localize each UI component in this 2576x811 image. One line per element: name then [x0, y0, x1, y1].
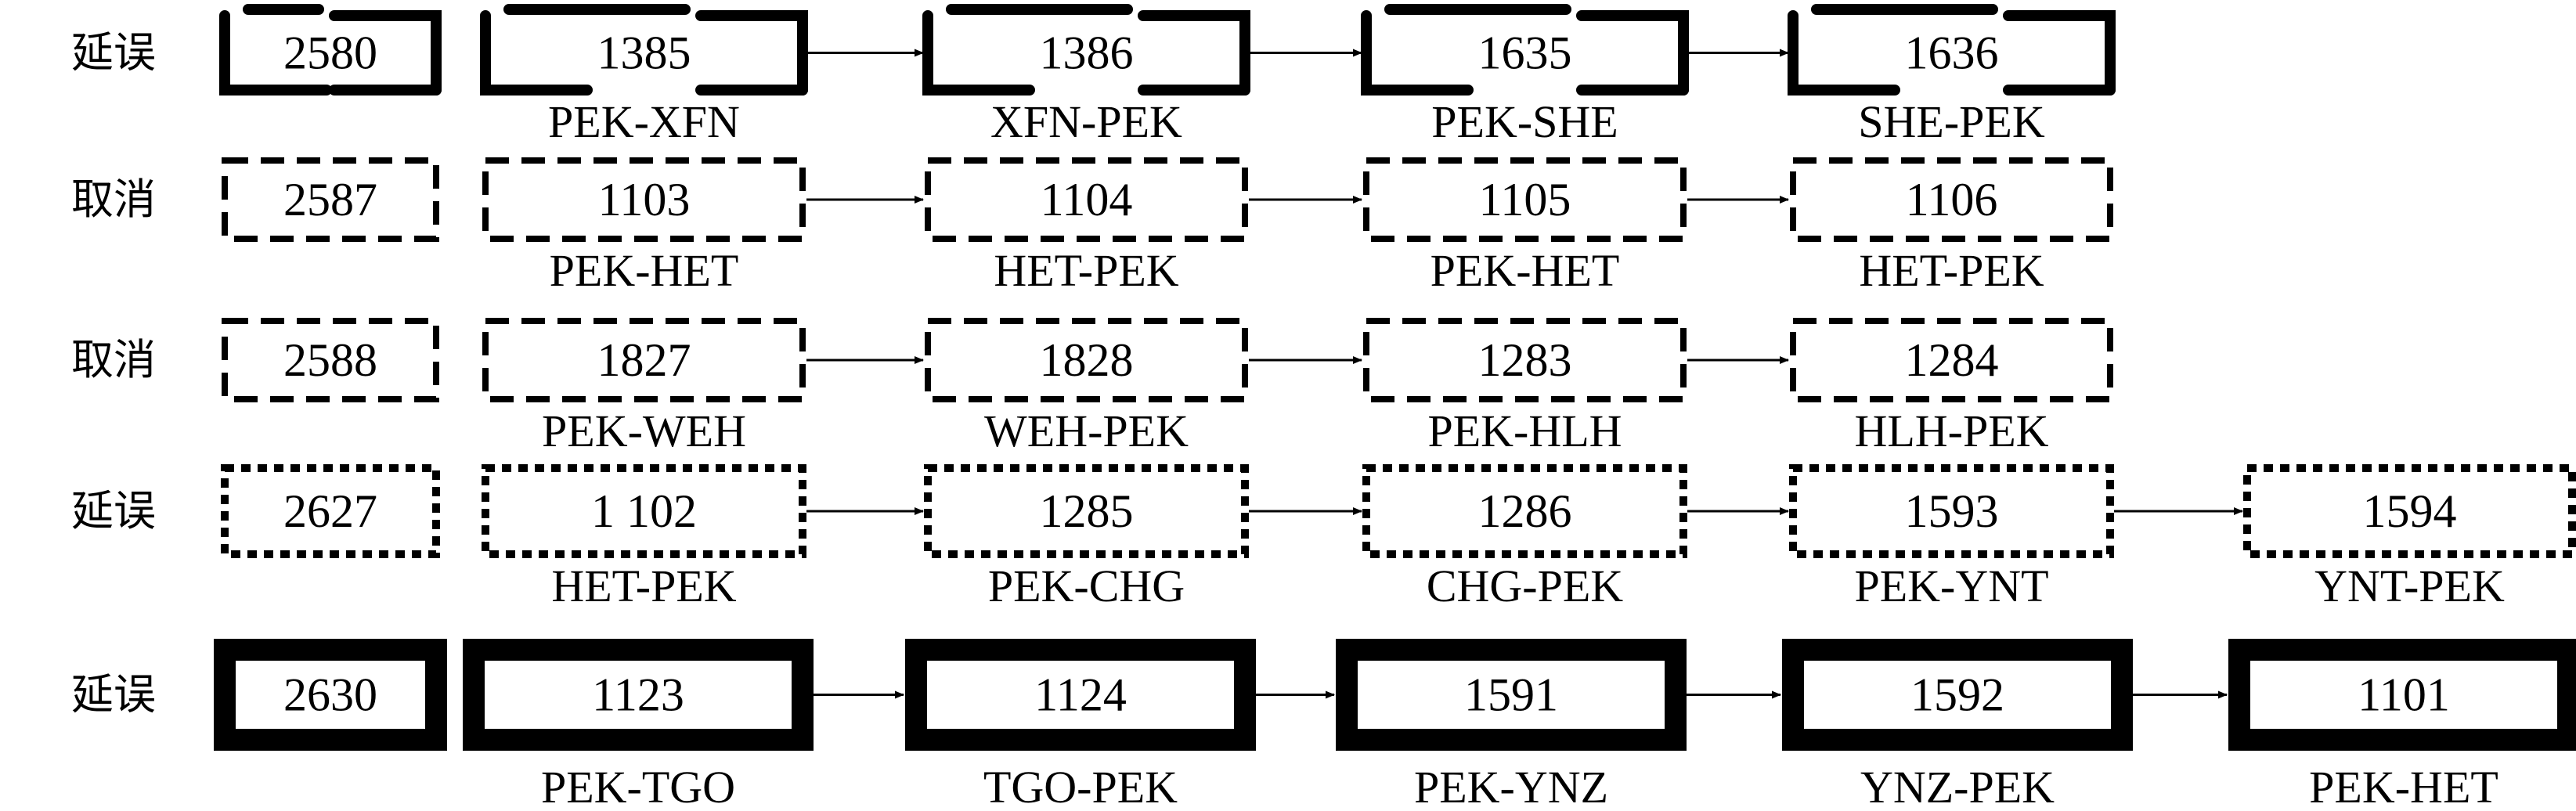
flight-box [1363, 318, 1687, 402]
flight-box [482, 464, 806, 558]
status-label: 取消 [71, 335, 156, 384]
status-label: 延误 [71, 28, 156, 77]
flight-number: 1827 [597, 334, 691, 386]
route-label: PEK-HET [550, 245, 739, 296]
route-label: HET-PEK [1859, 245, 2044, 296]
lead-flight-box [214, 639, 447, 751]
route-label: HET-PEK [551, 560, 736, 611]
route-label: PEK-YNZ [1414, 762, 1608, 811]
status-label: 延误 [71, 486, 156, 535]
flight-number: 1636 [1905, 27, 1999, 79]
route-label: TGO-PEK [983, 762, 1178, 811]
route-label: SHE-PEK [1858, 96, 2045, 147]
flight-box [482, 157, 806, 242]
lead-flight-box [221, 464, 440, 558]
route-label: PEK-XFN [548, 96, 740, 147]
flight-box [1336, 639, 1687, 751]
flight-box [1363, 157, 1687, 242]
route-label: PEK-YNT [1854, 560, 2048, 611]
flight-box [925, 157, 1248, 242]
flight-number: 1592 [1910, 669, 2004, 721]
flight-box [905, 639, 1256, 751]
flight-box [1362, 464, 1687, 558]
route-label: HLH-PEK [1854, 406, 2048, 456]
flight-box [922, 4, 1250, 96]
flight-number: 1103 [598, 174, 691, 225]
flight-number: 1591 [1464, 669, 1558, 721]
route-label: PEK-SHE [1431, 96, 1618, 147]
flight-box [925, 318, 1248, 402]
route-label: PEK-HET [2309, 762, 2498, 811]
flight-box [1790, 318, 2113, 402]
lead-flight-box [219, 4, 442, 96]
route-label: YNZ-PEK [1860, 762, 2055, 811]
flight-number: 1385 [597, 27, 691, 79]
flight-number: 1106 [1906, 174, 1998, 225]
lead-flight-box [222, 318, 439, 402]
status-label: 取消 [71, 175, 156, 224]
lead-flight-number: 2630 [283, 669, 377, 721]
flight-box [2243, 464, 2576, 558]
route-label: PEK-HET [1431, 245, 1620, 296]
flight-number: 1123 [592, 669, 684, 721]
flight-number: 1124 [1034, 669, 1127, 721]
route-label: CHG-PEK [1427, 560, 1623, 611]
flight-number: 1104 [1041, 174, 1133, 225]
flight-number: 1101 [2358, 669, 2450, 721]
route-label: PEK-CHG [988, 560, 1185, 611]
flight-number: 1828 [1040, 334, 1134, 386]
flight-box [2228, 639, 2576, 751]
route-label: HET-PEK [994, 245, 1178, 296]
flight-number: 1635 [1478, 27, 1572, 79]
route-label: PEK-HLH [1427, 406, 1622, 456]
route-label: WEH-PEK [984, 406, 1189, 456]
flight-box [1789, 464, 2114, 558]
lead-flight-box [222, 157, 439, 242]
flight-number: 1284 [1905, 334, 1999, 386]
flight-box [1790, 157, 2113, 242]
flight-box [1361, 4, 1689, 96]
lead-flight-number: 2588 [283, 334, 377, 386]
flight-box [924, 464, 1249, 558]
flight-number: 1105 [1479, 174, 1571, 225]
flight-number: 1283 [1478, 334, 1572, 386]
flight-number: 1593 [1905, 485, 1999, 537]
flight-box [1788, 4, 2116, 96]
flight-number: 1285 [1040, 485, 1134, 537]
lead-flight-number: 2587 [283, 174, 377, 225]
lead-flight-number: 2627 [283, 485, 377, 537]
flight-box [1782, 639, 2133, 751]
flight-number: 1 102 [591, 485, 697, 537]
route-label: PEK-WEH [542, 406, 746, 456]
route-label: YNT-PEK [2314, 560, 2505, 611]
flight-number: 1286 [1478, 485, 1572, 537]
status-label: 延误 [71, 670, 156, 719]
route-label: XFN-PEK [990, 96, 1182, 147]
flight-number: 1594 [2363, 485, 2457, 537]
flight-box [480, 4, 808, 96]
flight-box [482, 318, 806, 402]
lead-flight-number: 2580 [283, 27, 377, 79]
route-label: PEK-TGO [541, 762, 735, 811]
flight-box [463, 639, 814, 751]
flight-number: 1386 [1040, 27, 1134, 79]
